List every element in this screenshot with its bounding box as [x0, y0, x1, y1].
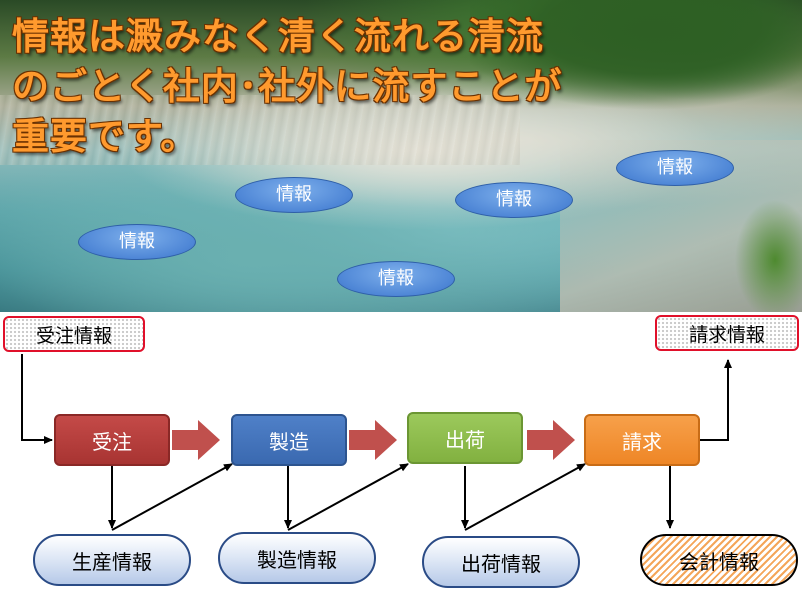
arrow-manufacture-info-to-ship: [287, 463, 409, 531]
headline-line-2: のごとく社内･社外に流すことが: [12, 65, 563, 108]
info-bubble-2: 情報: [78, 224, 196, 260]
bush: [730, 200, 802, 312]
headline: 情報は澱みなく清く流れる清流 のごとく社内･社外に流すことが 重要です。: [12, 12, 632, 162]
output-manufacture-info: 製造情報: [218, 532, 376, 584]
info-bubble-1: 情報: [235, 177, 353, 213]
arrow-ship-info-to-billing: [464, 463, 586, 531]
process-order: 受注: [54, 414, 170, 466]
headline-line-1: 情報は澱みなく清く流れる清流: [12, 15, 544, 58]
order-info-tag: 受注情報: [3, 316, 145, 352]
process-manufacture: 製造: [231, 414, 347, 466]
process-ship: 出荷: [407, 412, 523, 464]
output-production-info: 生産情報: [33, 534, 191, 586]
process-billing: 請求: [584, 414, 700, 466]
output-ship-info: 出荷情報: [422, 536, 580, 588]
info-bubble-5: 情報: [616, 150, 734, 186]
river-photo: 情報は澱みなく清く流れる清流 のごとく社内･社外に流すことが 重要です。 情報 …: [0, 0, 802, 312]
riverbed-rocks: [0, 95, 520, 165]
flow-arrow-2: [349, 420, 397, 460]
headline-line-3: 重要です。: [12, 115, 199, 158]
billing-info-tag: 請求情報: [655, 315, 799, 351]
info-bubble-3: 情報: [337, 261, 455, 297]
arrow-order-info-to-order: [21, 354, 53, 444]
info-bubble-4: 情報: [455, 182, 573, 218]
arrow-production-info-to-manufacture: [111, 463, 233, 531]
flow-arrow-1: [172, 420, 220, 460]
output-accounting-info: 会計情報: [640, 534, 798, 586]
flow-arrow-3: [527, 420, 575, 460]
trees: [470, 0, 802, 120]
arrow-billing-to-billing-info: [700, 359, 732, 441]
